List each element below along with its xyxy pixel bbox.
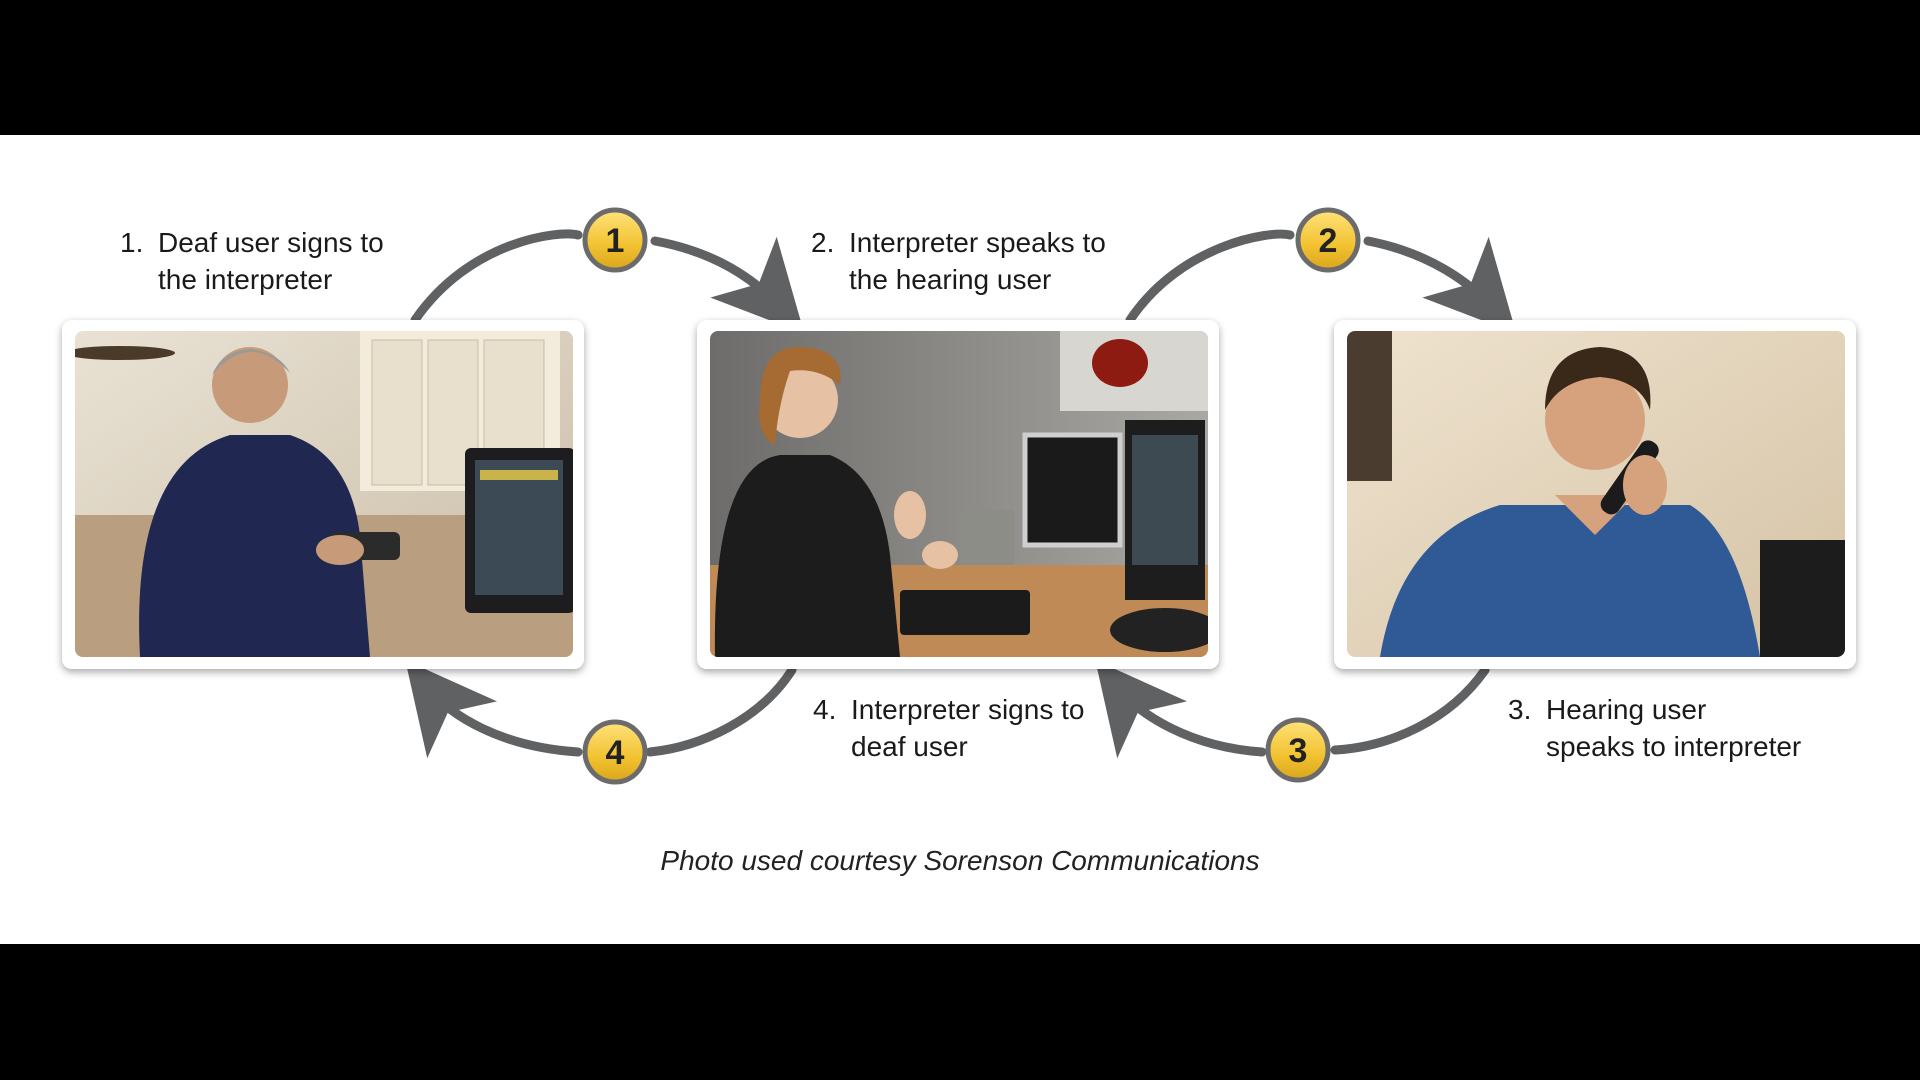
step-3-number: 3. [1508,694,1532,725]
photo-interpreter [697,320,1219,669]
relay-diagram: 1 2 3 4 [62,207,1856,785]
photo-credit-caption: Photo used courtesy Sorenson Communicati… [660,845,1260,876]
arrow-step-4 [645,665,797,757]
badge-3-label: 3 [1289,732,1308,770]
step-2-number: 2. [811,227,835,258]
slide: 1 2 3 4 1. Deaf user signs to the interp… [0,135,1920,944]
badge-2-label: 2 [1319,222,1338,260]
cycle-arrows [405,229,1517,759]
step-4-number: 4. [813,694,837,725]
step-4-text: Interpreter signs to deaf user [851,694,1085,762]
badge-1-label: 1 [606,222,625,260]
step-3-text: Hearing user speaks to interpreter [1546,694,1802,762]
badge-1: 1 [582,207,648,273]
step-1-number: 1. [120,227,144,258]
badge-4: 4 [582,719,648,785]
arrow-step-3 [1330,665,1490,755]
photo-hearing-user [1334,320,1856,669]
photo-deaf-user [62,320,584,669]
arrow-step-2 [1125,229,1295,325]
step-1-text: Deaf user signs to the interpreter [158,227,384,295]
badge-3: 3 [1265,717,1331,783]
step-2-text: Interpreter speaks to the hearing user [849,227,1106,295]
badge-4-label: 4 [606,734,625,772]
badge-2: 2 [1295,207,1361,273]
arrow-step-1 [410,229,583,325]
